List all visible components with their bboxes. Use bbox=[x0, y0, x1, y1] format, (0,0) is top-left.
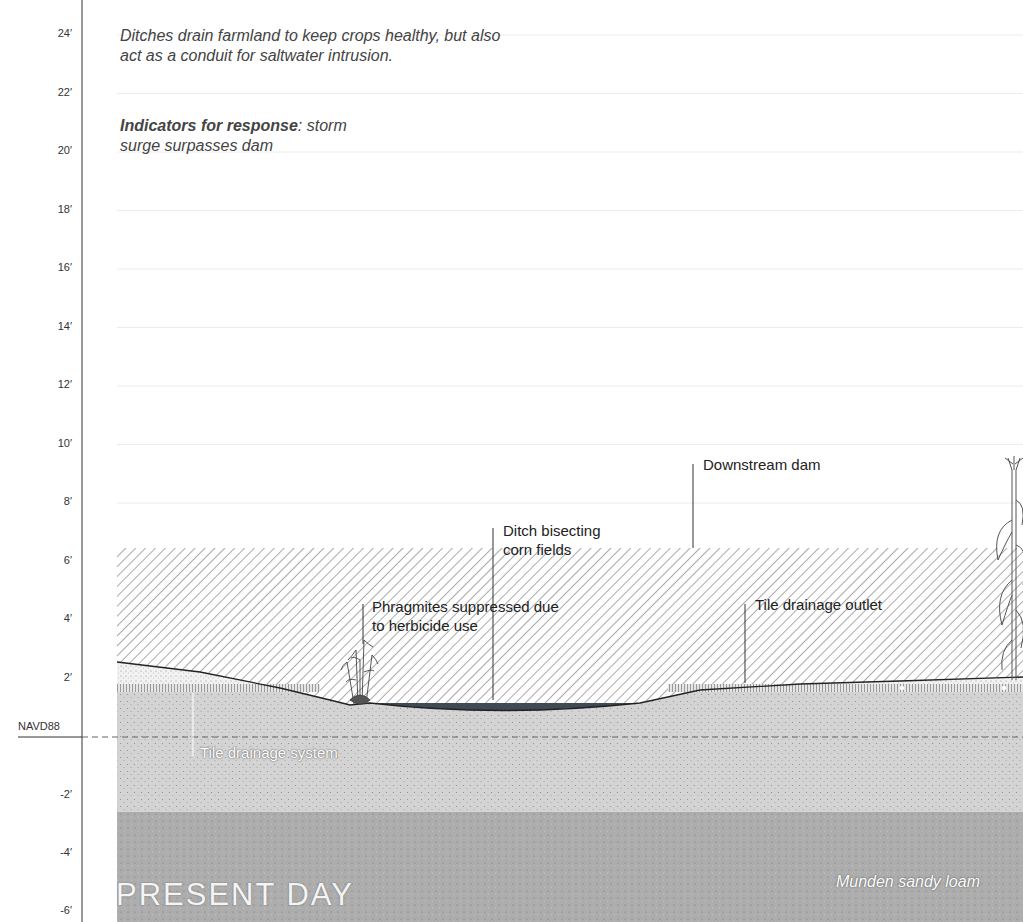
axis-label: 4′ bbox=[64, 612, 72, 624]
soil-label: Munden sandy loam bbox=[836, 873, 980, 890]
axis-label: -6′ bbox=[60, 904, 72, 916]
tile-band bbox=[668, 684, 1023, 692]
callout-label: Downstream dam bbox=[703, 456, 821, 473]
grid-lines bbox=[117, 35, 1023, 620]
grid-line bbox=[117, 503, 1023, 504]
axis-label-box: 10′ bbox=[10, 437, 72, 451]
axis-label-box: -2′ bbox=[10, 788, 72, 802]
axis-label-box: -4′ bbox=[10, 846, 72, 860]
ground-line bbox=[117, 662, 1023, 711]
axis bbox=[82, 0, 83, 922]
soil-lower bbox=[117, 812, 1023, 922]
axis-label: 22′ bbox=[58, 86, 72, 98]
grid-line bbox=[117, 444, 1023, 445]
callout-label: Phragmites suppressed due to herbicide u… bbox=[372, 598, 559, 634]
grid-line bbox=[117, 93, 1023, 94]
indicator-heading: Indicators for response bbox=[120, 117, 298, 134]
datum-tick bbox=[18, 737, 82, 738]
note-text-box: Ditches drain farmland to keep crops hea… bbox=[120, 26, 520, 66]
datum-label: NAVD88 bbox=[18, 720, 60, 732]
dam-hatch bbox=[117, 548, 1023, 711]
soil-label-box: Munden sandy loam bbox=[780, 872, 980, 892]
axis-label: 20′ bbox=[58, 144, 72, 156]
phragmites bbox=[341, 640, 378, 704]
grid-line bbox=[117, 327, 1023, 328]
axis-label-box: 6′ bbox=[10, 554, 72, 568]
axis-label: 12′ bbox=[58, 378, 72, 390]
axis-label: 24′ bbox=[58, 27, 72, 39]
axis-label: 18′ bbox=[58, 203, 72, 215]
callout-label-box: Downstream dam bbox=[703, 456, 903, 475]
axis-label: -4′ bbox=[60, 846, 72, 858]
axis-label-box: 24′ bbox=[10, 27, 72, 41]
axis-label: -2′ bbox=[60, 788, 72, 800]
datum-line bbox=[82, 737, 1023, 738]
axis-label-box: -6′ bbox=[10, 904, 72, 918]
period-watermark-box: PRESENT DAY bbox=[116, 876, 416, 915]
grid-line bbox=[117, 269, 1023, 270]
callout-label: Tile drainage system bbox=[200, 744, 338, 761]
callout-label-box: Ditch bisecting corn fields bbox=[503, 522, 633, 560]
axis-label: 6′ bbox=[64, 554, 72, 566]
axis-label-box: 8′ bbox=[10, 495, 72, 509]
callout-label: Ditch bisecting corn fields bbox=[503, 522, 601, 558]
grid-line bbox=[117, 210, 1023, 211]
axis-label: 8′ bbox=[64, 495, 72, 507]
period-watermark: PRESENT DAY bbox=[116, 877, 354, 912]
callout-label: Tile drainage outlet bbox=[755, 596, 882, 613]
axis-label-box: 22′ bbox=[10, 86, 72, 100]
soil bbox=[117, 662, 1023, 922]
axis-label-box: 18′ bbox=[10, 203, 72, 217]
axis-label: 2′ bbox=[64, 671, 72, 683]
tile-pipe bbox=[1002, 686, 1006, 690]
axis-label-box: 20′ bbox=[10, 144, 72, 158]
axis-label: 14′ bbox=[58, 320, 72, 332]
callout-label-box: Phragmites suppressed due to herbicide u… bbox=[372, 598, 562, 636]
callout-label-box: Tile drainage system bbox=[200, 744, 420, 763]
axis-label-box: 16′ bbox=[10, 261, 72, 275]
leaders bbox=[193, 464, 745, 756]
axis-label-box: 4′ bbox=[10, 612, 72, 626]
axis-label: 10′ bbox=[58, 437, 72, 449]
axis-label-box: 12′ bbox=[10, 378, 72, 392]
indicator-heading-box: Indicators for response: storm surge sur… bbox=[120, 116, 360, 156]
callout-label-box: Tile drainage outlet bbox=[755, 596, 955, 615]
axis-label-box: 14′ bbox=[10, 320, 72, 334]
note-text: Ditches drain farmland to keep crops hea… bbox=[120, 27, 500, 64]
grid-line bbox=[117, 386, 1023, 387]
datum-label-box: NAVD88 bbox=[18, 720, 78, 734]
corn-plant bbox=[997, 456, 1023, 680]
axis-label-box: 2′ bbox=[10, 671, 72, 685]
tile-pipe bbox=[900, 686, 904, 690]
axis-label: 16′ bbox=[58, 261, 72, 273]
